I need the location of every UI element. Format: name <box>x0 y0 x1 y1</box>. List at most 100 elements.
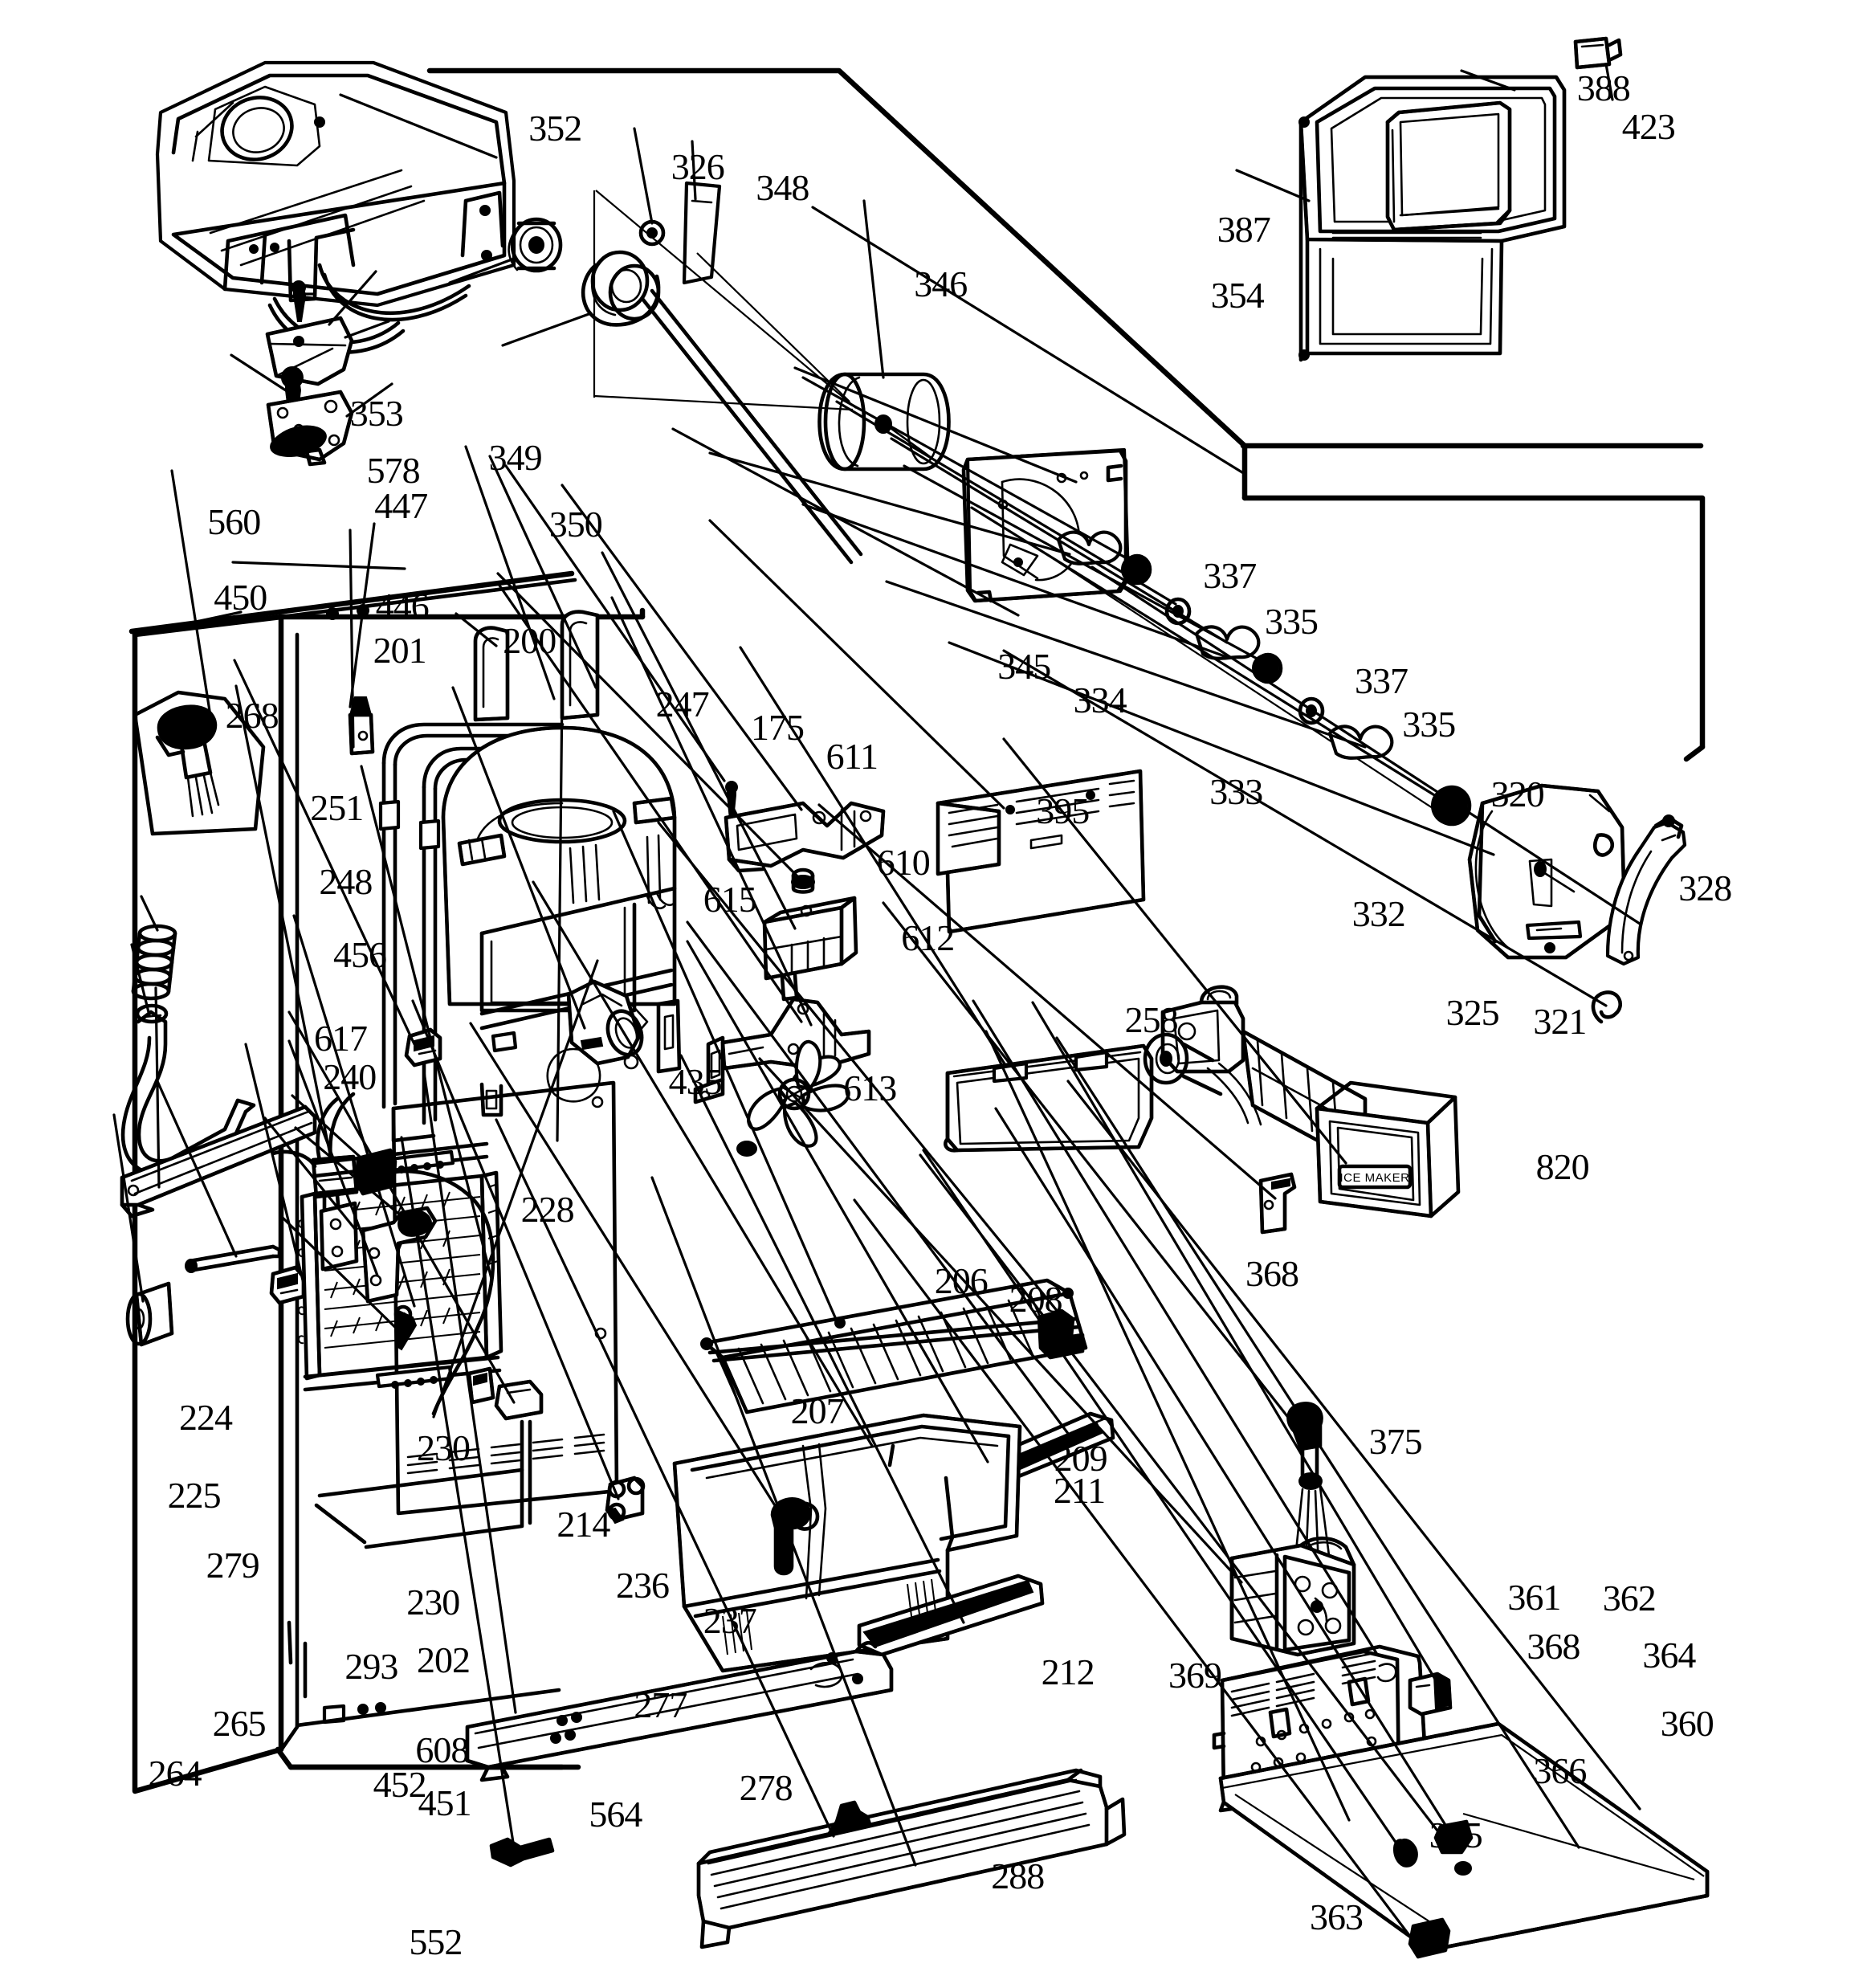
callout-560: 560 <box>207 500 261 542</box>
callout-264: 264 <box>148 1753 202 1794</box>
callout-446: 446 <box>375 586 430 627</box>
callout-320: 320 <box>1490 773 1545 814</box>
part-264-roller <box>125 1281 174 1347</box>
callout-293: 293 <box>344 1646 398 1688</box>
part-564-screw <box>489 1837 555 1868</box>
callout-617: 617 <box>314 1017 368 1059</box>
callout-175: 175 <box>751 706 805 748</box>
callout-349: 349 <box>488 436 543 478</box>
part-388-door-shelf <box>1385 100 1512 232</box>
callout-248: 248 <box>319 860 373 902</box>
callout-326: 326 <box>671 146 725 187</box>
callout-362: 362 <box>1602 1578 1657 1619</box>
callout-211: 211 <box>1053 1470 1106 1511</box>
callout-388: 388 <box>1576 67 1631 109</box>
callout-278: 278 <box>739 1766 793 1808</box>
callout-214: 214 <box>556 1503 610 1545</box>
callout-610: 610 <box>876 841 931 883</box>
callout-332: 332 <box>1351 892 1406 934</box>
part-352-ice-bin <box>155 60 516 322</box>
part-293-clip <box>269 1265 306 1305</box>
callout-564: 564 <box>589 1794 642 1835</box>
callout-363: 363 <box>1310 1896 1364 1938</box>
callout-451: 451 <box>418 1782 472 1823</box>
callout-615: 615 <box>703 879 757 920</box>
callout-224: 224 <box>179 1396 233 1438</box>
callout-360: 360 <box>1660 1702 1714 1744</box>
part-447-hinge-cover <box>265 316 354 386</box>
callout-552: 552 <box>409 1921 463 1962</box>
part-279-rail <box>120 1104 317 1219</box>
part-326-washer <box>638 219 666 247</box>
part-206-wire-shelf <box>700 1278 1088 1414</box>
part-612-bracket <box>693 997 871 1104</box>
part-395-duct-panel <box>936 769 1146 934</box>
callout-350: 350 <box>548 503 603 545</box>
callout-608: 608 <box>415 1729 469 1771</box>
callout-209: 209 <box>1054 1438 1108 1479</box>
callout-268: 268 <box>225 695 279 737</box>
callout-202: 202 <box>417 1639 471 1681</box>
part-423-plug-cap <box>1573 36 1623 70</box>
callout-395: 395 <box>1036 790 1090 831</box>
callout-423: 423 <box>1621 106 1676 148</box>
callout-277: 277 <box>634 1684 687 1726</box>
part-277-slide-rail <box>465 1640 894 1782</box>
callout-337-upper: 337 <box>1203 554 1257 596</box>
callout-354: 354 <box>1210 275 1265 316</box>
callout-335-mid: 335 <box>1402 704 1456 745</box>
callout-353: 353 <box>349 393 404 435</box>
callout-258: 258 <box>1124 999 1179 1041</box>
part-211-crisper-pan <box>672 1413 1045 1673</box>
callout-201: 201 <box>373 629 427 671</box>
callout-207: 207 <box>790 1390 845 1431</box>
part-348-blade <box>682 181 722 285</box>
part-265-pin <box>185 1244 282 1273</box>
callout-279: 279 <box>206 1544 260 1586</box>
cabinet-base-lines <box>287 1688 581 1770</box>
callout-368-lower: 368 <box>1527 1625 1580 1667</box>
part-321-clip <box>1591 990 1622 1024</box>
part-365-clip <box>1392 1838 1418 1868</box>
part-247-auger-housing <box>441 610 682 1117</box>
callout-230-lower: 230 <box>406 1582 460 1623</box>
part-578-screw <box>291 280 307 322</box>
part-325-motor-cover <box>1467 783 1626 960</box>
callout-325: 325 <box>1445 991 1500 1033</box>
callout-366: 366 <box>1533 1749 1587 1791</box>
cabinet-upper-outline <box>426 67 1706 762</box>
callout-236: 236 <box>616 1565 670 1606</box>
part-362-clip <box>1408 1672 1453 1717</box>
part-552-screw <box>393 1304 418 1351</box>
callout-387: 387 <box>1217 209 1271 251</box>
callout-578: 578 <box>366 449 421 491</box>
callout-333: 333 <box>1209 770 1263 812</box>
callout-452: 452 <box>373 1764 427 1806</box>
callout-212: 212 <box>1041 1651 1095 1692</box>
callout-456: 456 <box>333 933 387 975</box>
part-349-auger-cap <box>508 217 563 273</box>
part-328-duct <box>1605 814 1687 966</box>
part-248-tubing <box>378 722 565 1125</box>
callout-334: 334 <box>1073 680 1127 720</box>
callout-200: 200 <box>503 620 556 662</box>
callout-346: 346 <box>914 263 968 304</box>
callout-820: 820 <box>1535 1145 1590 1187</box>
callout-225: 225 <box>167 1475 222 1517</box>
callout-206: 206 <box>934 1260 989 1302</box>
callout-345: 345 <box>997 646 1051 688</box>
part-446-hinge <box>266 390 354 467</box>
callout-237: 237 <box>703 1599 757 1641</box>
part-363-end-cap <box>1408 1917 1451 1959</box>
callout-375: 375 <box>1368 1421 1423 1463</box>
callout-369: 369 <box>1168 1655 1222 1696</box>
callout-368-upper: 368 <box>1245 1252 1299 1294</box>
callout-240: 240 <box>323 1055 377 1097</box>
part-820-ice-maker: ICE MAKER <box>1143 985 1461 1219</box>
callout-265: 265 <box>212 1702 267 1744</box>
callout-328: 328 <box>1678 867 1732 908</box>
callout-208: 208 <box>1009 1278 1063 1320</box>
part-610-fan-motor <box>762 896 858 1002</box>
part-268-harness-inset <box>132 690 266 836</box>
